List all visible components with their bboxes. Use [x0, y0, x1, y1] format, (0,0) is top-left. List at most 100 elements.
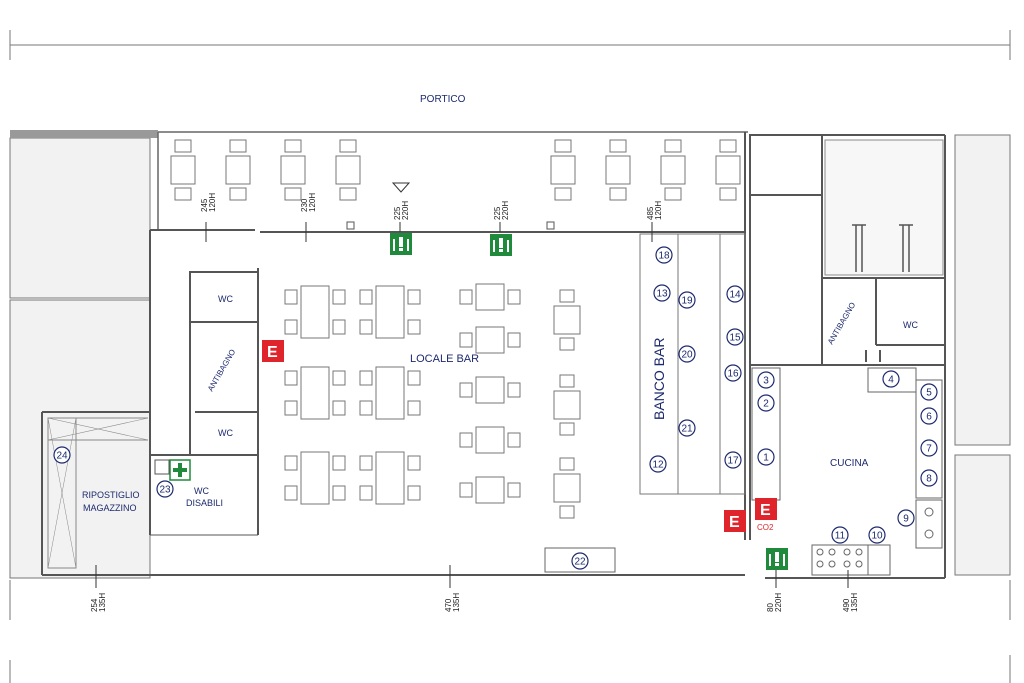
opening-height: 135H — [452, 593, 461, 612]
opening-width: 225 — [393, 206, 402, 220]
marker-circle — [156, 480, 174, 498]
room-label-locale-bar: LOCALE BAR — [410, 353, 479, 365]
room-label-ripostiglio: RIPOSTIGLIO — [82, 490, 140, 500]
room-label-wc: WC — [903, 320, 918, 330]
kitchen-pipes — [852, 224, 913, 272]
marker-circle — [882, 370, 900, 388]
room-label-antibagno: ANTIBAGNO — [206, 348, 237, 393]
marker-label: 16 — [727, 369, 739, 380]
marker-22: 22 — [571, 552, 589, 570]
marker-2: 2 — [757, 394, 775, 412]
marker-label: 22 — [574, 557, 586, 568]
marker-14: 14 — [726, 285, 744, 303]
extinguisher-letter: E — [760, 502, 771, 519]
marker-label: 23 — [159, 485, 171, 496]
marker-label: 2 — [763, 399, 769, 410]
opening-height: 135H — [98, 593, 107, 612]
right-wall-block — [824, 134, 1011, 576]
marker-label: 9 — [903, 514, 909, 525]
sheet-frame — [9, 30, 1011, 683]
marker-circle — [571, 552, 589, 570]
dimension-labels: 245 120H 230 120H 225 220H 225 220H 485 … — [90, 193, 859, 612]
room-label-banco-bar: BANCO BAR — [651, 338, 667, 420]
opening-height: 120H — [654, 201, 663, 220]
opening-height: 135H — [850, 593, 859, 612]
marker-circle — [920, 439, 938, 457]
marker-label: 13 — [656, 289, 668, 300]
marker-21: 21 — [678, 419, 696, 437]
marker-circle — [724, 451, 742, 469]
marker-19: 19 — [678, 291, 696, 309]
marker-label: 7 — [926, 444, 932, 455]
emergency-exit-icon — [390, 233, 412, 255]
marker-4: 4 — [882, 370, 900, 388]
kitchen-walls — [749, 134, 946, 579]
marker-13: 13 — [653, 284, 671, 302]
marker-label: 12 — [652, 460, 664, 471]
marker-label: 1 — [763, 453, 769, 464]
marker-circle — [897, 509, 915, 527]
marker-circle — [757, 394, 775, 412]
marker-label: 5 — [926, 388, 932, 399]
wc-block-left — [150, 268, 259, 536]
marker-label: 14 — [729, 290, 741, 301]
marker-label: 11 — [835, 531, 846, 542]
marker-15: 15 — [726, 328, 744, 346]
marker-label: 18 — [658, 251, 670, 262]
opening-width: 245 — [200, 198, 209, 212]
room-label-wc: WC — [218, 294, 233, 304]
marker-circle — [655, 246, 673, 264]
room-label-portico: PORTICO — [420, 94, 466, 105]
emergency-exit-icon — [490, 234, 512, 256]
marker-label: 15 — [729, 333, 741, 344]
room-label-cucina: CUCINA — [830, 458, 869, 469]
marker-circle — [726, 328, 744, 346]
co2-label: CO2 — [757, 523, 774, 532]
opening-height: 120H — [208, 193, 217, 212]
room-label-wc-disabili: WC — [194, 486, 209, 496]
marker-24: 24 — [53, 446, 71, 464]
kitchen-equipment — [751, 367, 943, 576]
room-label-wc: WC — [218, 428, 233, 438]
marker-label: 10 — [871, 531, 883, 542]
marker-20: 20 — [678, 345, 696, 363]
opening-width: 225 — [493, 206, 502, 220]
marker-circle — [653, 284, 671, 302]
marker-label: 17 — [727, 456, 739, 467]
portico-wall — [157, 131, 748, 230]
marker-circle — [868, 526, 886, 544]
marker-circle — [678, 291, 696, 309]
marker-circle — [831, 526, 849, 544]
marker-circle — [649, 455, 667, 473]
emergency-exit-icon — [766, 548, 788, 570]
first-aid-icon — [169, 459, 191, 481]
opening-width: 490 — [842, 598, 851, 612]
marker-label: 8 — [926, 474, 932, 485]
marker-3: 3 — [757, 371, 775, 389]
opening-height: 220H — [401, 201, 410, 220]
room-label-antibagno: ANTIBAGNO — [826, 301, 857, 346]
marker-circle — [53, 446, 71, 464]
extinguisher-letter: E — [729, 514, 740, 531]
marker-circle — [678, 419, 696, 437]
marker-label: 3 — [763, 376, 769, 387]
marker-8: 8 — [920, 469, 938, 487]
room-label-ripostiglio: MAGAZZINO — [83, 503, 137, 513]
marker-label: 19 — [681, 296, 693, 307]
marker-9: 9 — [897, 509, 915, 527]
co2-extinguisher-icon: E CO2 — [755, 498, 777, 532]
marker-circle — [724, 364, 742, 382]
marker-circle — [920, 469, 938, 487]
fire-extinguisher-icon: E — [724, 510, 746, 532]
opening-width: 470 — [444, 598, 453, 612]
opening-height: 120H — [308, 193, 317, 212]
marker-label: 4 — [888, 375, 894, 386]
opening-height: 220H — [774, 593, 783, 612]
marker-circle — [757, 371, 775, 389]
marker-label: 24 — [56, 451, 68, 462]
marker-10: 10 — [868, 526, 886, 544]
opening-width: 80 — [766, 603, 775, 612]
opening-height: 220H — [501, 201, 510, 220]
marker-17: 17 — [724, 451, 742, 469]
